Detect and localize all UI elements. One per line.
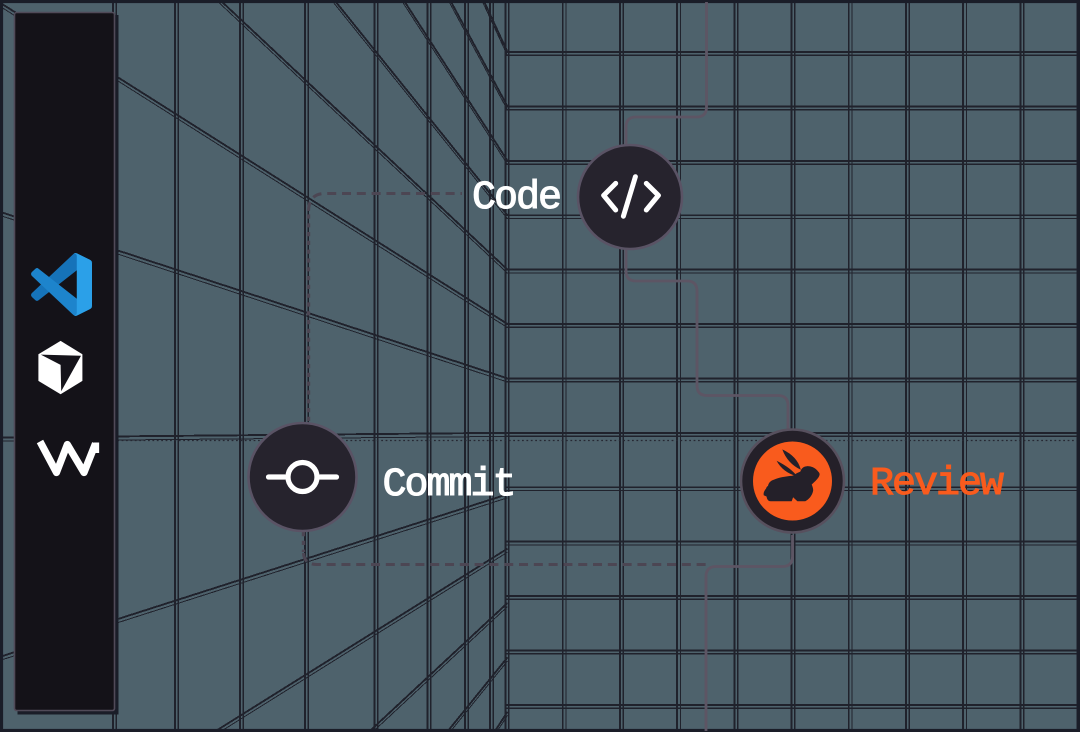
- svg-text:Code: Code: [472, 176, 560, 221]
- svg-text:Commit: Commit: [383, 463, 515, 508]
- svg-text:Review: Review: [870, 462, 1004, 507]
